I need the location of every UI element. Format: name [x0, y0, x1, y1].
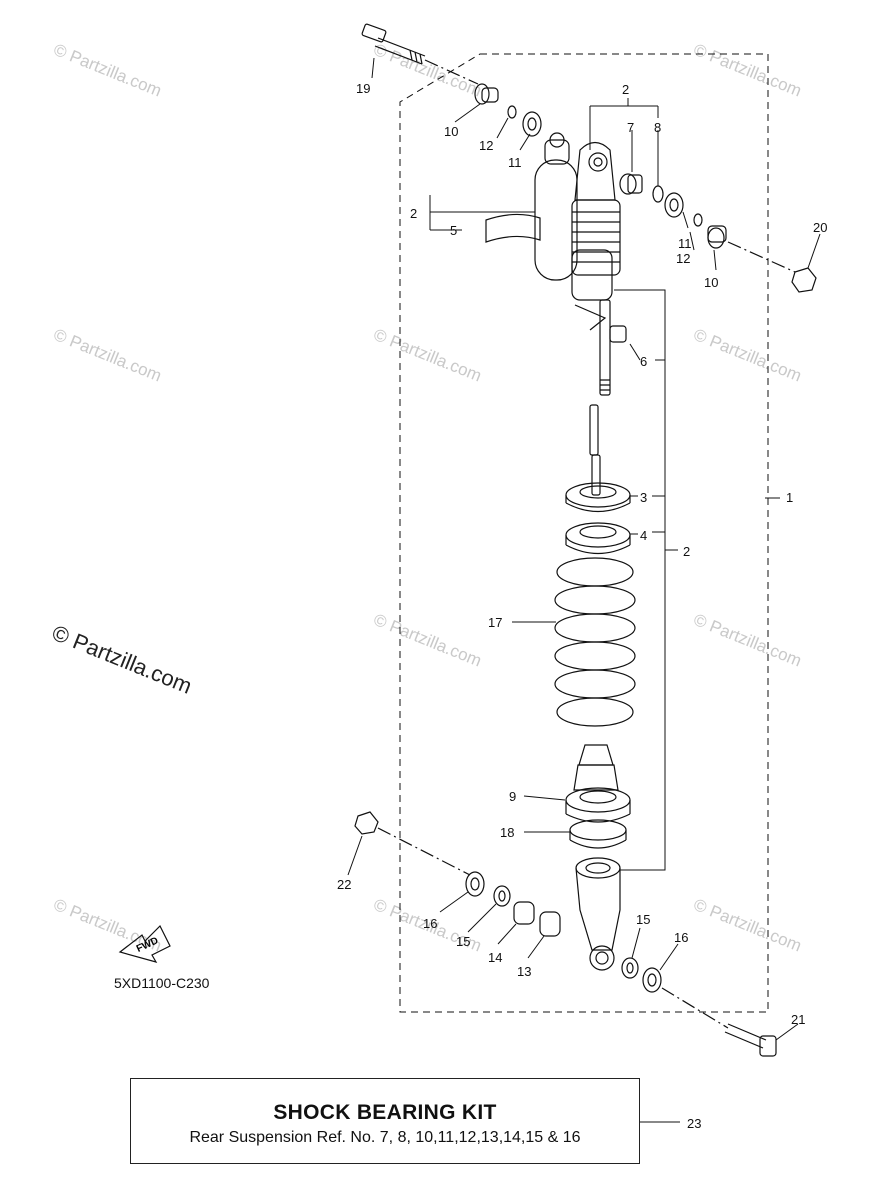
callout-19: 19 — [356, 81, 370, 96]
part-collar-16-left — [465, 871, 485, 897]
callout-12: 12 — [676, 251, 690, 266]
part-reservoir — [534, 132, 578, 281]
shock-bearing-kit-box: SHOCK BEARING KIT Rear Suspension Ref. N… — [130, 1078, 640, 1164]
callout-16: 16 — [674, 930, 688, 945]
callout-16: 16 — [423, 916, 437, 931]
callout-2: 2 — [683, 544, 690, 559]
part-clip-12-right — [693, 213, 703, 227]
part-collar-10-top — [474, 83, 499, 105]
part-shock-body — [571, 141, 621, 301]
callout-22: 22 — [337, 877, 351, 892]
callout-9: 9 — [509, 789, 516, 804]
callout-21: 21 — [791, 1012, 805, 1027]
callout-14: 14 — [488, 950, 502, 965]
part-bump-stop — [573, 744, 619, 791]
part-spring-guide-9 — [565, 787, 631, 823]
callout-10: 10 — [444, 124, 458, 139]
callout-7: 7 — [627, 120, 634, 135]
leader-lines — [347, 57, 821, 1123]
part-nut-22 — [354, 811, 471, 876]
part-collar-10-right — [707, 225, 796, 273]
part-clip-12-top — [507, 105, 517, 119]
part-seal-15-left — [493, 885, 511, 907]
part-collar-7 — [619, 173, 643, 195]
callout-2: 2 — [622, 82, 629, 97]
callout-11: 11 — [508, 155, 522, 170]
part-bearing-13 — [539, 911, 561, 937]
callout-1: 1 — [786, 490, 793, 505]
callout-2: 2 — [410, 206, 417, 221]
part-bearing-11-right — [664, 192, 684, 218]
part-collar-14 — [513, 901, 535, 925]
part-collar-16-right — [642, 967, 729, 1029]
part-ring-nut-3 — [565, 482, 631, 512]
part-nut-20 — [791, 267, 817, 293]
part-bearing-11-top — [522, 111, 542, 137]
part-spring-17 — [554, 557, 636, 727]
kit-title: SHOCK BEARING KIT — [273, 1101, 497, 1124]
callout-3: 3 — [640, 490, 647, 505]
callout-10: 10 — [704, 275, 718, 290]
callout-15: 15 — [636, 912, 650, 927]
part-bolt-19 — [361, 23, 479, 85]
assembly-boundary — [399, 53, 769, 1013]
kit-subtitle: Rear Suspension Ref. No. 7, 8, 10,11,12,… — [189, 1129, 581, 1146]
callout-15: 15 — [456, 934, 470, 949]
callout-11: 11 — [678, 236, 692, 251]
part-bolt-21 — [724, 1023, 777, 1057]
callout-13: 13 — [517, 964, 531, 979]
part-lower-clevis — [575, 857, 621, 971]
callout-4: 4 — [640, 528, 647, 543]
part-adjuster-6 — [609, 325, 627, 343]
part-band-5 — [485, 213, 541, 243]
part-stopper-18 — [569, 819, 627, 849]
callout-20: 20 — [813, 220, 827, 235]
part-piston-rod — [574, 299, 611, 496]
callout-6: 6 — [640, 354, 647, 369]
callout-18: 18 — [500, 825, 514, 840]
part-seal-8 — [652, 185, 664, 203]
fwd-arrow-icon — [118, 924, 171, 963]
callout-5: 5 — [450, 223, 457, 238]
part-seal-15-right — [621, 957, 639, 979]
callout-8: 8 — [654, 120, 661, 135]
diagram-code: 5XD1100-C230 — [114, 975, 210, 991]
part-lock-nut-4 — [565, 522, 631, 554]
callout-23: 23 — [687, 1116, 701, 1131]
callout-17: 17 — [488, 615, 502, 630]
callout-12: 12 — [479, 138, 493, 153]
